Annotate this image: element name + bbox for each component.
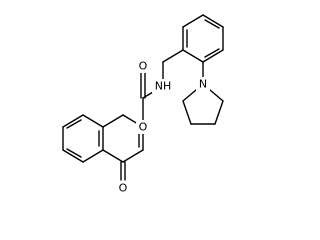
- atom-labels: O O NH O N: [113, 59, 210, 195]
- ketone-group: [120, 161, 126, 181]
- pyrrolidine-nitrogen-label: N: [199, 78, 207, 91]
- ring-oxygen-label: O: [139, 121, 148, 134]
- amide-oxygen-label: O: [139, 60, 148, 73]
- pyrrolidine-ring: [182, 61, 224, 125]
- molecule-structure: O O NH O N: [62, 14, 224, 195]
- benzo-ring: [62, 114, 104, 163]
- amide-nitrogen-label: NH: [155, 80, 172, 93]
- benzyl-ring: [182, 14, 224, 63]
- ketone-oxygen-label: O: [119, 182, 128, 195]
